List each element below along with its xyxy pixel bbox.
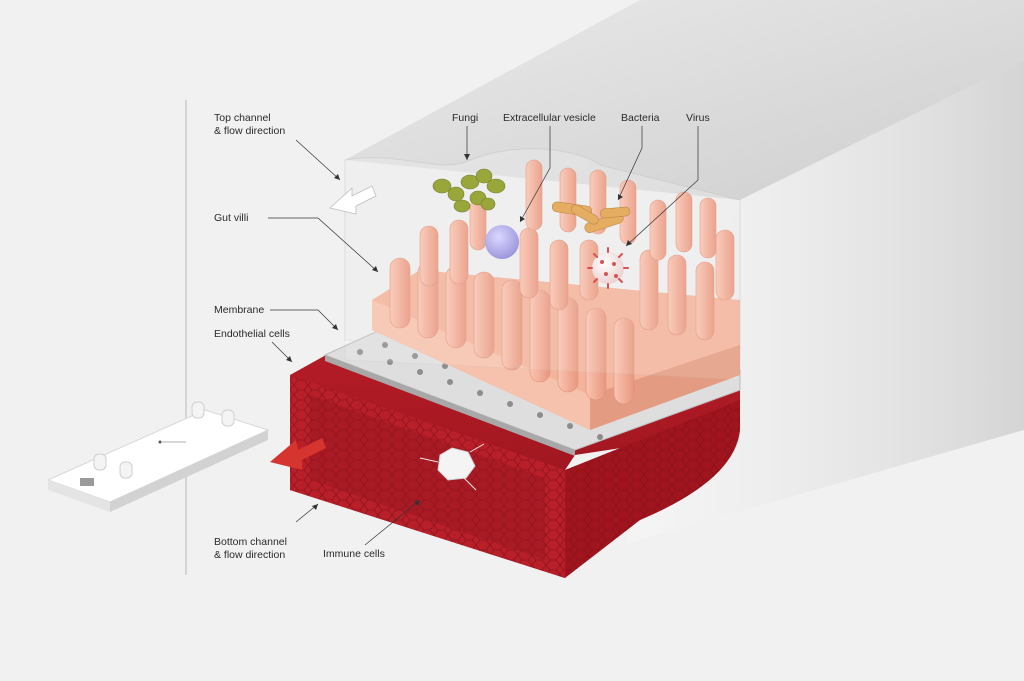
label-immune-cells: Immune cells [323,548,385,560]
extracellular-vesicle [485,225,519,259]
label-membrane: Membrane [214,304,265,316]
channel-front-glass [344,148,741,381]
leader-arrowheads [286,154,632,510]
label-bacteria: Bacteria [621,112,660,124]
label-fungi: Fungi [452,112,479,124]
fungi [432,168,506,213]
immune-cell [419,443,485,491]
label-endothelial-cells: Endothelial cells [214,328,290,340]
label-bottom-channel: Bottom channel & flow direction [214,536,287,561]
bacteria [551,201,631,233]
top-flow-arrow-icon [329,185,377,215]
virus [587,247,629,289]
gut-villi [389,159,735,405]
label-extracellular-vesicle: Extracellular vesicle [503,112,596,124]
organ-chip-icon [46,401,270,512]
bottom-flow-arrow-icon [270,438,326,470]
label-gut-villi: Gut villi [214,212,249,224]
label-virus: Virus [686,112,710,124]
label-top-channel: Top channel & flow direction [214,112,286,137]
